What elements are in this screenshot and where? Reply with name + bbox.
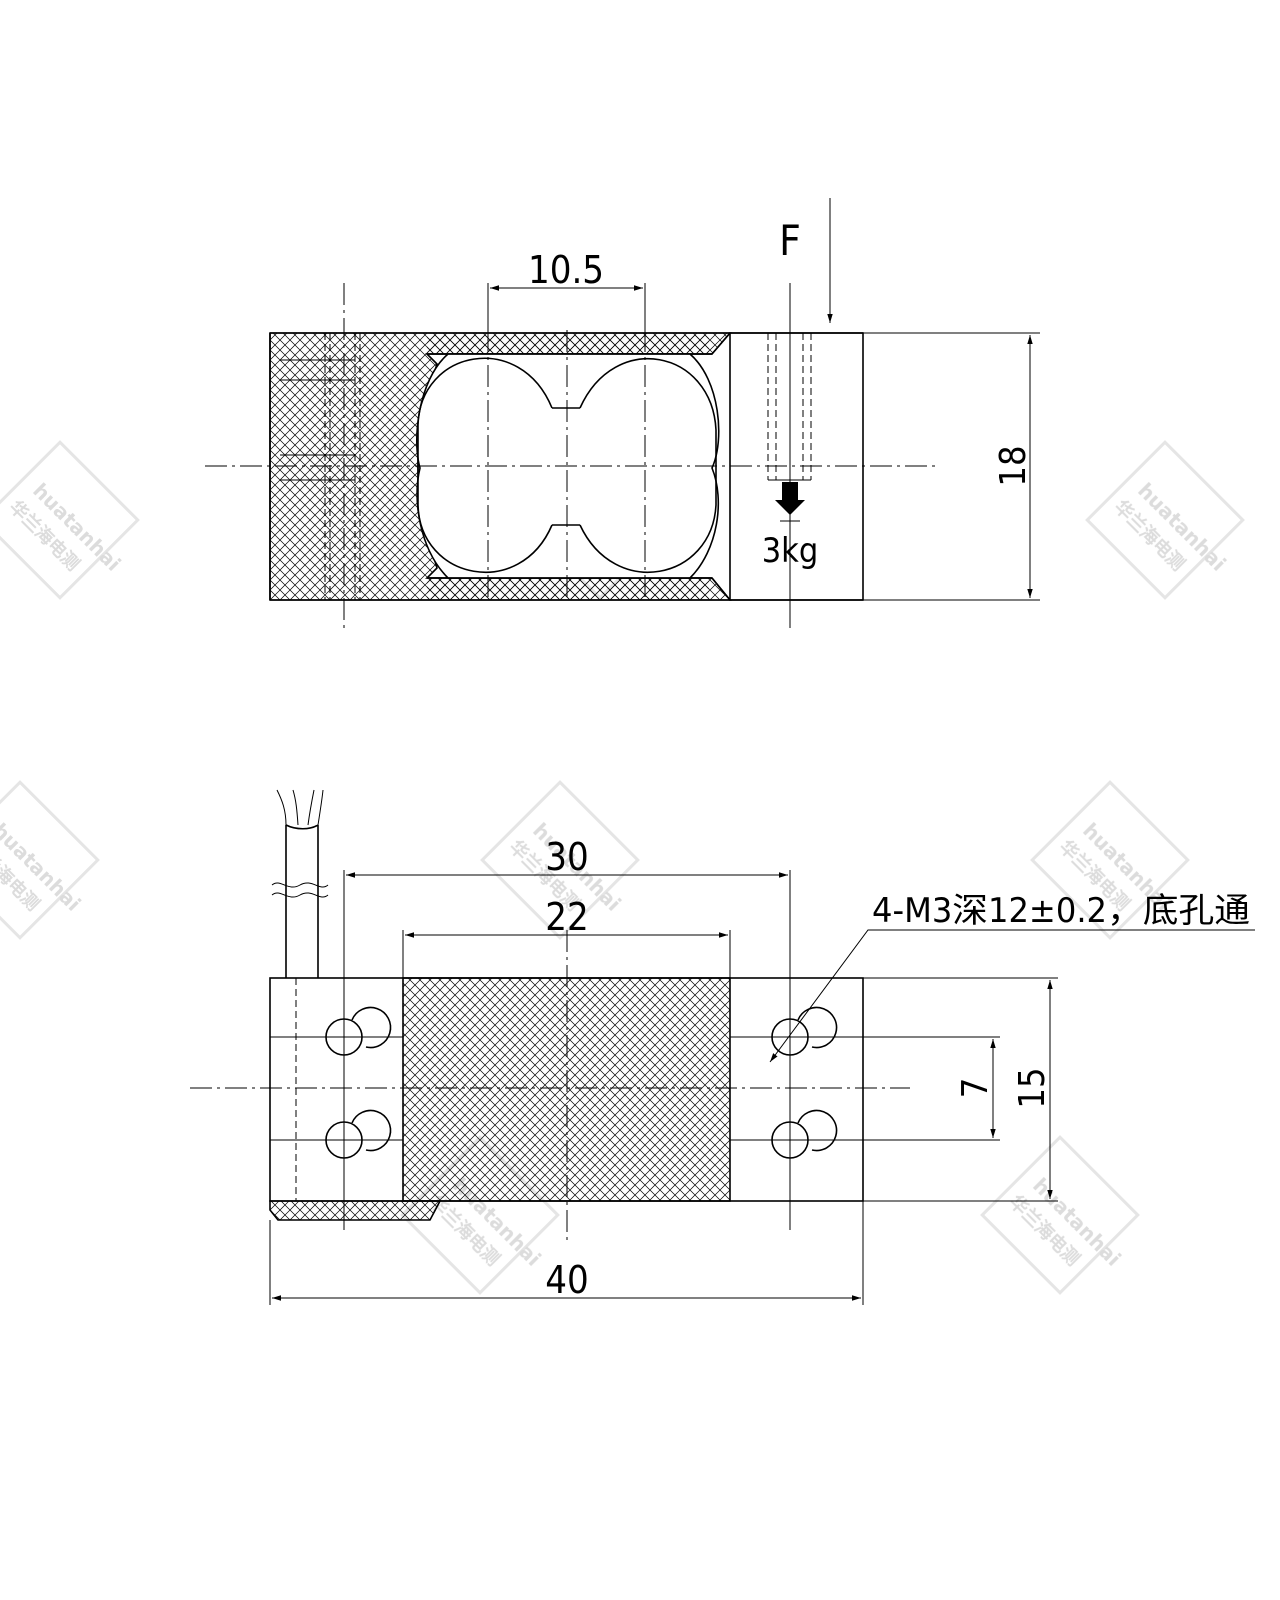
mount-hole-bl <box>325 1109 392 1159</box>
dim-hole-pitch-label: 7 <box>955 1078 996 1099</box>
left-bore <box>417 357 553 573</box>
mount-hole-tr <box>771 1006 838 1056</box>
hole-note-leader <box>769 929 1255 1063</box>
dim-height-label: 18 <box>993 445 1034 486</box>
watermark-logo: huatanhai 华兰海电测 <box>980 1135 1140 1295</box>
dim-hole-spacing-label: 30 <box>545 835 589 879</box>
cable-break-symbol <box>271 882 329 898</box>
dim-center-spacing-label: 10.5 <box>528 248 604 292</box>
left-hole-details <box>280 359 355 481</box>
hole-note-label: 4-M3深12±0.2，底孔通 <box>872 891 1250 931</box>
bottom-view: 30 22 40 7 15 4-M3深12±0.2，底孔通 <box>190 789 1255 1305</box>
dim-length-label: 40 <box>545 1258 589 1302</box>
watermark-logo: huatanhai 华兰海电测 <box>1085 440 1245 600</box>
top-view: 10.5 18 F 3kg <box>205 198 1040 628</box>
cable <box>271 789 329 978</box>
mount-hole-tl <box>325 1006 392 1056</box>
svg-text:huatanhai: huatanhai <box>0 818 86 915</box>
watermark-logo: huatanhai 华兰海电测 <box>0 440 140 600</box>
right-bore <box>579 358 717 573</box>
dim-pad-width-label: 22 <box>545 895 589 939</box>
dim-width-label: 15 <box>1012 1067 1053 1108</box>
watermark-logo: huatanhai 华兰海电测 <box>0 780 100 940</box>
load-arrow-icon <box>775 482 805 515</box>
force-label: F <box>779 216 801 265</box>
hole-row-lines <box>270 1036 863 1141</box>
load-label: 3kg <box>762 531 819 571</box>
bottom-view-flange <box>269 1200 442 1221</box>
mount-hole-br <box>771 1109 838 1159</box>
